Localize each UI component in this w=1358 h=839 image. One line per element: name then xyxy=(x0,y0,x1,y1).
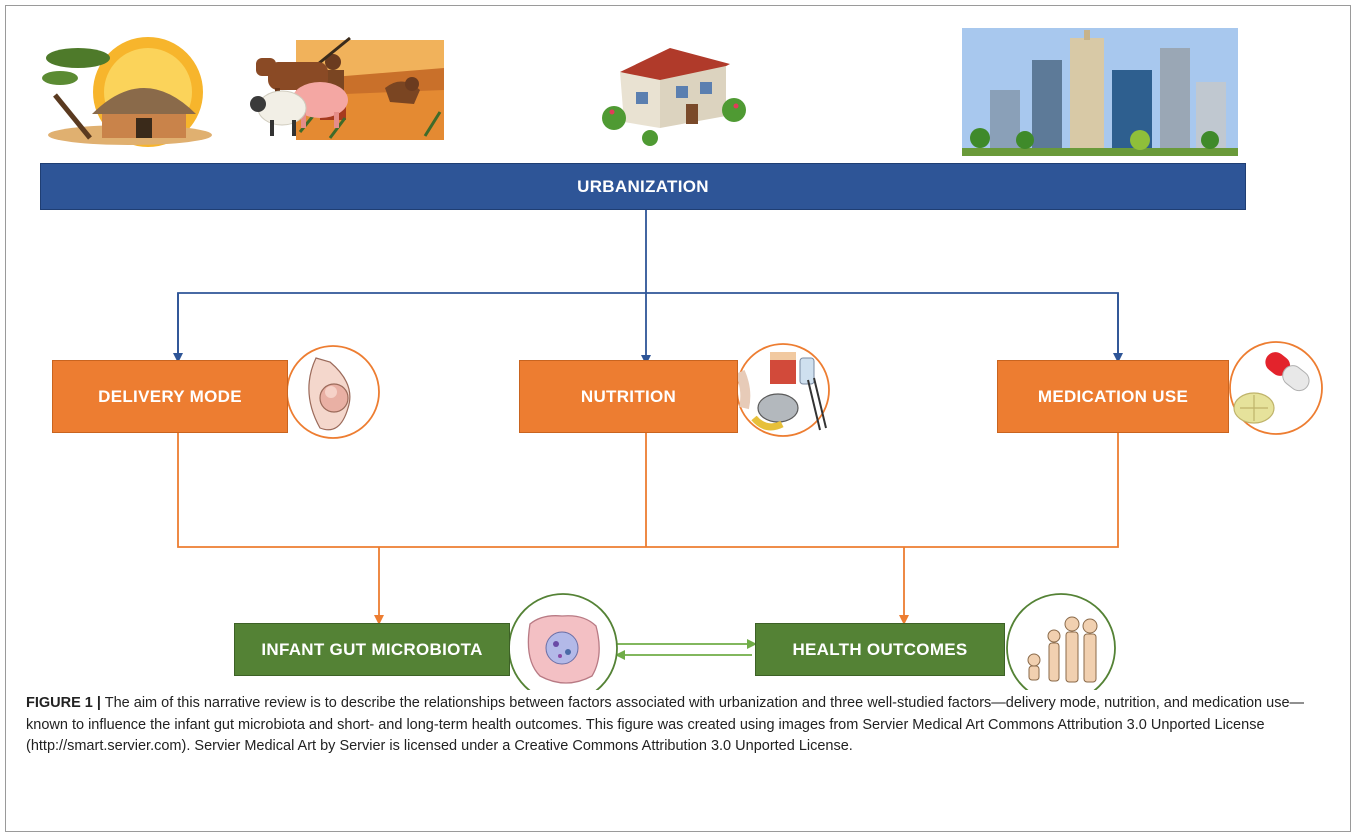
nutrition-foods-icon xyxy=(735,343,830,437)
diagram-canvas xyxy=(42,28,1323,690)
livestock-icon xyxy=(250,58,348,136)
urbanization-box: URBANIZATION xyxy=(40,163,1246,210)
city-skyline-icon xyxy=(962,28,1238,156)
village-hut-icon xyxy=(42,37,212,147)
intestine-microbiota-icon xyxy=(508,593,618,690)
pregnancy-fetus-icon xyxy=(286,345,380,439)
delivery-mode-box: DELIVERY MODE xyxy=(52,360,288,433)
house-icon xyxy=(602,48,746,146)
human-growth-icon xyxy=(1006,593,1116,690)
health-outcomes-box: HEALTH OUTCOMES xyxy=(755,623,1005,676)
nutrition-box: NUTRITION xyxy=(519,360,738,433)
infant-gut-microbiota-box: INFANT GUT MICROBIOTA xyxy=(234,623,510,676)
medication-use-box: MEDICATION USE xyxy=(997,360,1229,433)
figure-caption: FIGURE 1 | The aim of this narrative rev… xyxy=(26,693,1336,758)
caption-lead: FIGURE 1 | xyxy=(26,695,101,711)
caption-text: The aim of this narrative review is to d… xyxy=(26,695,1305,754)
pill-capsule-icon xyxy=(1229,341,1323,435)
figure-frame xyxy=(5,5,1351,832)
